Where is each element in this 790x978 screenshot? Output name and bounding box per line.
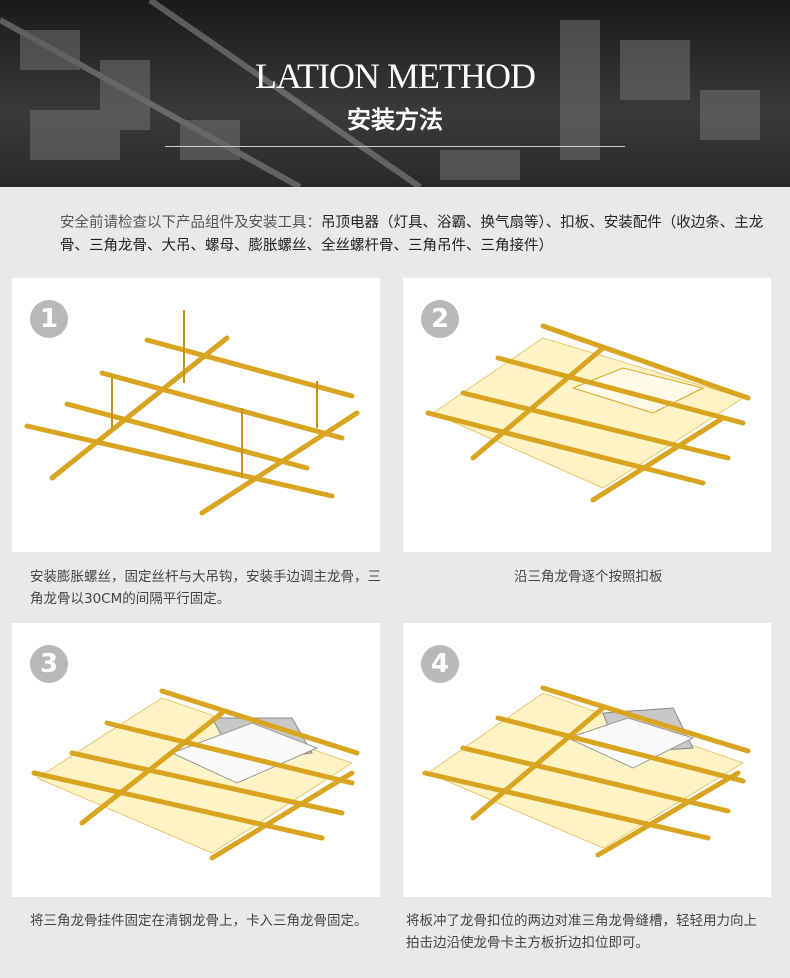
- title-chinese: 安装方法: [347, 106, 443, 134]
- step-1-caption: 安装膨胀螺丝，固定丝杆与大吊钩，安装手边调主龙骨，三角龙骨以30CM的间隔平行固…: [30, 569, 381, 607]
- step-4-image: 4: [403, 623, 771, 897]
- step-2-caption: 沿三角龙骨逐个按照扣板: [514, 569, 663, 585]
- ceiling-frame-illustration: [24, 310, 360, 516]
- city-background-image: [0, 0, 760, 187]
- step-4-caption: 将板冲了龙骨扣位的两边对准三角龙骨缝槽，轻轻用力向上拍击边沿使龙骨卡主方板折边扣…: [406, 913, 757, 951]
- step-number-badge: 1: [30, 300, 68, 338]
- intro-text: 安全前请检查以下产品组件及安装工具：吊顶电器（灯具、浴霸、换气扇等）、扣板、安装…: [60, 212, 780, 258]
- header-banner: LATION METHOD 安装方法: [0, 0, 790, 187]
- step-number-badge: 3: [30, 645, 68, 683]
- step-2-image: 2: [403, 278, 771, 552]
- step-1-image: 1: [12, 278, 380, 552]
- title-english: LATION METHOD: [255, 56, 536, 96]
- step-3-image: 3: [12, 623, 380, 897]
- ceiling-panels-illustration: [425, 323, 751, 503]
- ceiling-finished-illustration: [422, 685, 751, 858]
- title-divider: [165, 146, 625, 147]
- step-number-badge: 4: [421, 645, 459, 683]
- step-number-badge: 2: [421, 300, 459, 338]
- intro-items: 吊顶电器（灯具、浴霸、换气扇等）、扣板、安装配件（收边条、主龙骨、三角龙骨、大吊…: [60, 215, 764, 254]
- step-3-caption: 将三角龙骨挂件固定在清钢龙骨上，卡入三角龙骨固定。: [30, 913, 368, 929]
- ceiling-appliance-illustration: [31, 688, 360, 861]
- intro-lead: 安全前请检查以下产品组件及安装工具：: [60, 215, 321, 231]
